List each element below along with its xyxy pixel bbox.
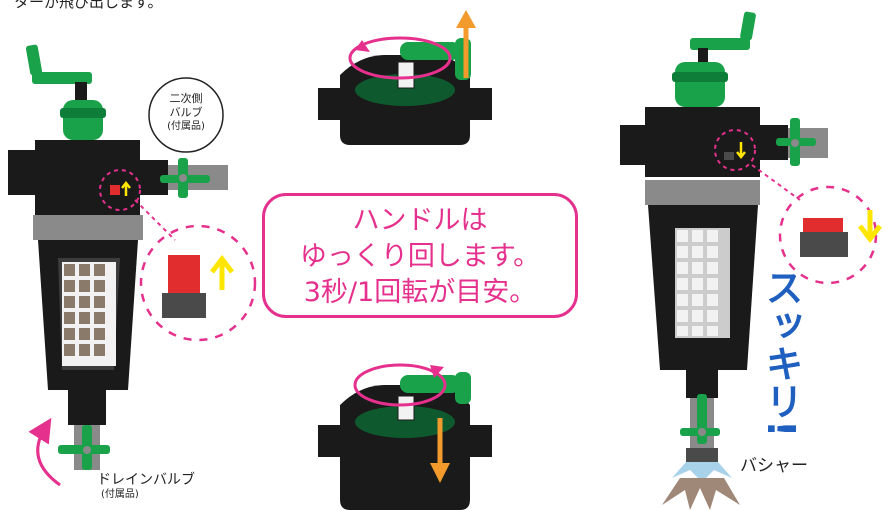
sub-valve-label: 二次側 バルブ (付属品) [143,92,229,134]
flush-spray-debris [662,478,740,510]
handle-note-line2: ゆっくり回します。 [299,241,541,272]
left-zoom-arrow-up [210,254,234,290]
flush-spray-water [672,462,732,482]
drain-valve-note: (付属品) [101,489,139,500]
right-gray-band [645,180,760,205]
left-zoom-gray [162,293,206,318]
handle-note-line3: 3秒/1回転が目安。 [303,277,537,308]
center-top-handle [400,42,460,60]
sukkiri-text: スッキリ! [759,268,803,438]
center-bottom [318,363,492,510]
center-top-cap [355,74,455,106]
left-filter [8,44,228,487]
center-top [318,10,492,145]
center-bottom-rotate [353,363,447,407]
left-handle-arm [32,72,92,84]
right-indicator-ring [714,129,756,171]
sub-valve-callout [148,77,224,153]
left-zoom-red [168,255,200,293]
left-zoom-ring [139,224,257,342]
right-zoom-arrow-down [858,210,882,244]
right-filter [620,11,828,510]
sub-valve-line2: バルブ [169,106,203,119]
left-cap [63,100,103,140]
right-zoom-gray [800,232,848,257]
flush-label: バシャー [740,456,808,476]
sub-valve-line3: (付属品) [167,121,205,132]
left-indicator-ring [99,169,141,211]
right-zoom-red [803,218,843,232]
right-handle-arm [690,38,750,50]
handle-note-line1: ハンドルは [352,205,488,236]
left-indicator-small [110,185,120,195]
left-housing [35,140,140,215]
left-gray-band [33,215,143,240]
drain-rotate-arrow [28,417,61,487]
right-cap [675,62,725,107]
left-handle-grip [25,44,43,76]
right-mesh [675,228,730,338]
center-bottom-handle [400,375,460,393]
right-housing [645,107,760,177]
drain-valve-label: ドレインバルブ [97,472,195,488]
sub-valve-line1: 二次側 [169,92,203,105]
top-caption: ターが飛び出します。 [14,0,163,11]
handle-note-box: ハンドルは ゆっくり回します。 3秒/1回転が目安。 [262,193,578,318]
left-mesh [62,262,116,366]
center-bottom-cap [355,406,455,438]
center-top-rotate [348,36,452,80]
